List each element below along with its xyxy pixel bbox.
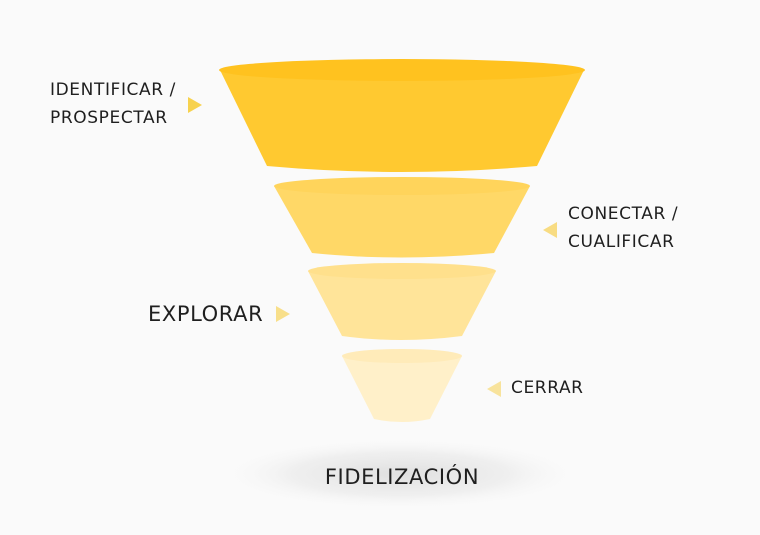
base-label: FIDELIZACIÓN <box>324 465 480 489</box>
stage-1-pointer-icon <box>188 97 202 113</box>
funnel-stage-4-body <box>342 356 462 422</box>
funnel-stage-1-top <box>219 59 585 81</box>
stage-2-pointer-icon <box>543 222 557 238</box>
stage-1-label-line-2: PROSPECTAR <box>50 108 168 128</box>
stage-1-label-line-1: IDENTIFICAR / <box>50 80 176 100</box>
stage-3-pointer-icon <box>276 306 290 322</box>
stage-3-label-line-1: EXPLORAR <box>148 302 264 326</box>
stage-3-label: EXPLORAR <box>148 299 263 329</box>
funnel-stage-2-top <box>274 177 530 195</box>
stage-4-label-line-1: CERRAR <box>511 378 584 398</box>
stage-2-label-line-1: CONECTAR / <box>568 204 679 224</box>
funnel-stage-1-body <box>220 70 584 172</box>
stage-4-label: CERRAR <box>511 374 584 402</box>
funnel-stage-3-top <box>308 263 496 279</box>
funnel-stage-1 <box>219 59 585 172</box>
funnel-stage-4 <box>342 349 462 422</box>
funnel-stage-2-body <box>274 186 530 258</box>
funnel-stage-4-top <box>342 349 462 363</box>
base-shadow <box>218 438 582 510</box>
stage-1-label: IDENTIFICAR / PROSPECTAR <box>50 76 176 132</box>
funnel-stage-3-body <box>308 271 496 340</box>
stage-4-pointer-icon <box>487 381 501 397</box>
funnel-stage-2 <box>274 177 530 258</box>
stage-2-label-line-2: CUALIFICAR <box>568 232 675 252</box>
stage-2-label: CONECTAR / CUALIFICAR <box>568 200 678 256</box>
funnel-stage-3 <box>308 263 496 340</box>
